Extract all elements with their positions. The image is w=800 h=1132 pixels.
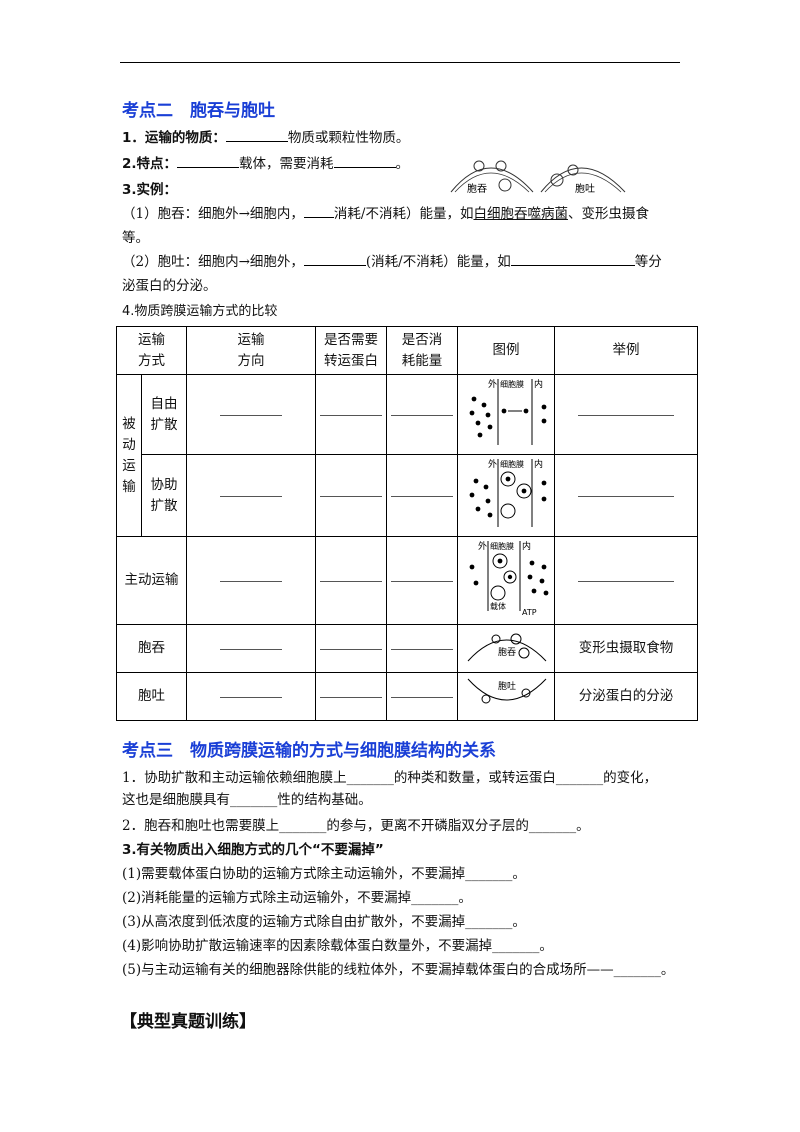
free-diffusion-label: 自由扩散 (141, 374, 187, 455)
endocytosis-figure: 胞吞 (457, 624, 555, 673)
section-title-3: 考点三 物质跨膜运输的方式与细胞膜结构的关系 (122, 741, 496, 761)
svg-text:载体: 载体 (490, 601, 506, 611)
s3-p2: 2．胞吞和胞吐也需要膜上_______的参与，更离不开磷脂双分子层的______… (122, 818, 590, 834)
line-exocytosis: （2）胞吐：细胞内→细胞外，(消耗/不消耗）能量，如等分 (122, 254, 662, 270)
svg-text:外: 外 (488, 378, 497, 390)
svg-text:外: 外 (478, 540, 487, 552)
active-transport-figure: 外细胞膜内 载体 ATP (457, 536, 555, 625)
line-exocytosis-cont: 泌蛋白的分泌。 (122, 278, 217, 294)
th-example: 举例 (554, 326, 698, 375)
endocytosis-example: 变形虫摄取食物 (554, 624, 698, 673)
svg-text:胞吐: 胞吐 (498, 680, 516, 692)
s3-item-2: (2)消耗能量的运输方式除主动运输外，不要漏掉_______。 (122, 890, 472, 906)
header-rule (120, 62, 680, 63)
th-direction: 运输方向 (186, 326, 316, 375)
svg-text:内: 内 (522, 540, 531, 552)
exocytosis-example: 分泌蛋白的分泌 (554, 672, 698, 721)
svg-text:ATP: ATP (522, 608, 537, 617)
svg-text:内: 内 (534, 458, 543, 470)
endocytosis-label: 胞吞 (116, 624, 187, 673)
free-diffusion-figure: 外细胞膜内 (457, 374, 555, 455)
endo-exo-figure: 胞吞 胞吐 (450, 160, 626, 195)
line-comparison-title: 4.物质跨膜运输方式的比较 (122, 304, 278, 319)
fig-label-exo: 胞吐 (575, 183, 595, 195)
s3-p1b: 这也是细胞膜具有_______性的结构基础。 (122, 792, 372, 808)
facilitated-diffusion-label: 协助扩散 (141, 454, 187, 537)
svg-text:细胞膜: 细胞膜 (490, 541, 514, 551)
line-endocytosis-cont: 等。 (122, 230, 149, 246)
svg-text:胞吞: 胞吞 (498, 646, 516, 658)
footer-heading: 【典型真题训练】 (120, 1012, 256, 1032)
line-features: 2.特点：载体，需要消耗。 (122, 156, 410, 172)
s3-item-4: (4)影响协助扩散运输速率的因素除载体蛋白数量外，不要漏掉_______。 (122, 938, 553, 954)
svg-text:细胞膜: 细胞膜 (500, 379, 524, 389)
passive-label: 被动运输 (116, 374, 142, 537)
line-examples: 3.实例： (122, 182, 178, 198)
th-legend: 图例 (457, 326, 555, 375)
exocytosis-figure: 胞吐 (457, 672, 555, 721)
facilitated-diffusion-figure: 外细胞膜内 (457, 454, 555, 537)
s3-p1: 1．协助扩散和主动运输依赖细胞膜上_______的种类和数量，或转运蛋白____… (122, 770, 658, 786)
s3-item-1: (1)需要载体蛋白协助的运输方式除主动运输外，不要漏掉_______。 (122, 866, 526, 882)
th-mode: 运输方式 (116, 326, 187, 375)
s3-p3: 3.有关物质出入细胞方式的几个“不要漏掉” (122, 842, 384, 858)
line-endocytosis: （1）胞吞：细胞外→细胞内，消耗/不消耗）能量，如白细胞吞噬病菌、变形虫摄食 (122, 206, 649, 222)
fig-label-endo: 胞吞 (467, 183, 487, 195)
th-energy: 是否消耗能量 (386, 326, 458, 375)
svg-text:细胞膜: 细胞膜 (500, 459, 524, 469)
s3-item-5: (5)与主动运输有关的细胞器除供能的线粒体外，不要漏掉载体蛋白的合成场所——__… (122, 962, 675, 978)
s3-item-3: (3)从高浓度到低浓度的运输方式除自由扩散外，不要漏掉_______。 (122, 914, 526, 930)
active-transport-label: 主动运输 (116, 536, 187, 625)
th-carrier: 是否需要转运蛋白 (315, 326, 387, 375)
exocytosis-label: 胞吐 (116, 672, 187, 721)
svg-text:内: 内 (534, 378, 543, 390)
transport-comparison-table: 运输方式 运输方向 是否需要转运蛋白 是否消耗能量 图例 举例 被动运输 自由扩… (116, 326, 698, 721)
line-transport-material: 1．运输的物质：物质或颗粒性物质。 (122, 130, 410, 146)
section-title-2: 考点二 胞吞与胞吐 (122, 101, 275, 121)
svg-text:外: 外 (488, 458, 497, 470)
